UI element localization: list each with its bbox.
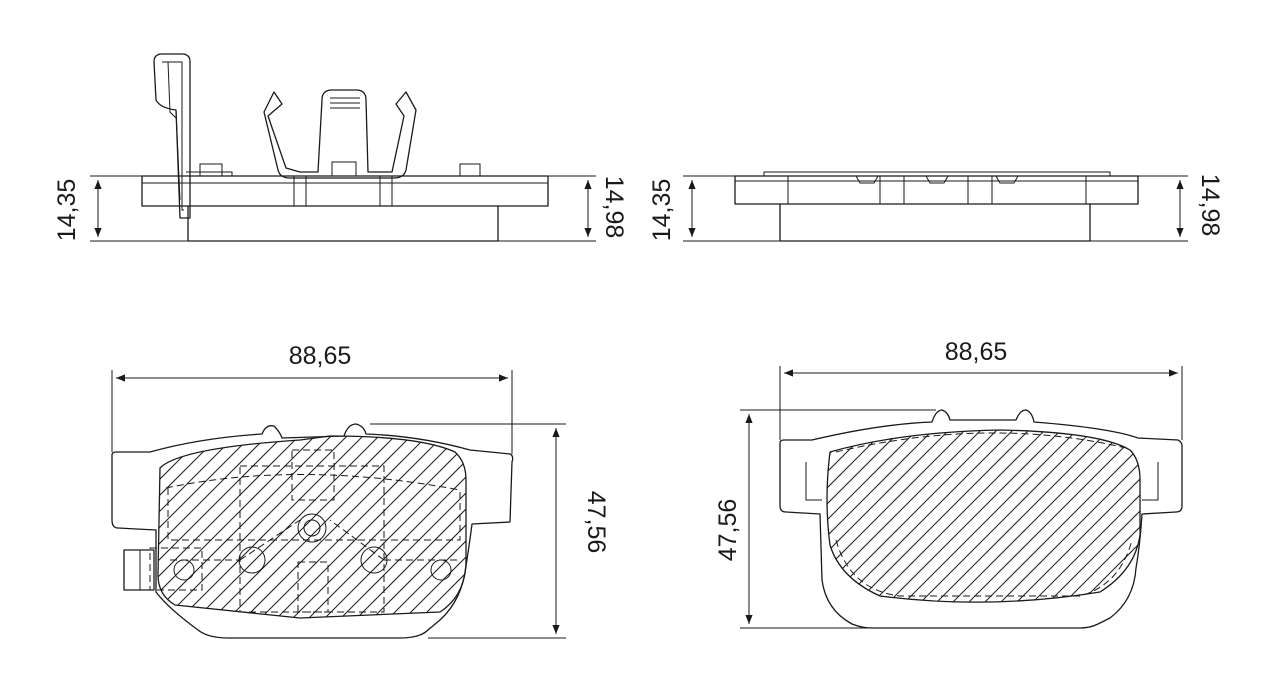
hatch-line	[1019, 430, 1140, 603]
hatch-line	[264, 436, 466, 618]
hatch-line	[891, 430, 1088, 603]
hatch-line	[200, 436, 407, 618]
hatch-line	[1051, 430, 1140, 603]
hatch-line	[843, 430, 1040, 603]
dim-width: 88,65	[945, 338, 1008, 366]
front-view-left: 88,65 47,56	[0, 342, 678, 639]
hatch-line	[1067, 430, 1140, 603]
hatch-line	[360, 436, 466, 618]
hatch-line	[184, 436, 391, 618]
hatch-line	[456, 436, 466, 618]
hatch-line	[907, 430, 1104, 603]
hatch-line	[232, 436, 439, 618]
hatch-line	[1035, 430, 1140, 603]
hatch-line	[955, 430, 1140, 603]
hatch-line	[827, 430, 1024, 603]
hatch-line	[408, 436, 466, 618]
dim-thickness-backplate: 14,35	[648, 179, 676, 242]
hatch-line	[859, 430, 1056, 603]
hatch-line	[473, 425, 678, 630]
hatch-line	[312, 436, 466, 618]
hatch-line	[827, 430, 944, 603]
side-view-left: 14,35 14,98	[53, 53, 628, 242]
hatch-line	[827, 430, 992, 603]
hatch-line	[158, 436, 359, 618]
hatch-line	[392, 436, 466, 618]
hatch-line	[971, 430, 1140, 603]
hatch-line	[827, 430, 928, 603]
hatch-line	[158, 436, 183, 618]
hatch-line	[168, 436, 375, 618]
hatch-line	[158, 436, 215, 618]
hatch-line	[987, 430, 1140, 603]
dim-width: 88,65	[289, 342, 352, 370]
hatch-line	[827, 430, 960, 603]
hatch-line	[248, 436, 455, 618]
hatch-line	[923, 430, 1120, 603]
hatch-line	[1003, 430, 1140, 603]
hatch-line	[158, 436, 295, 618]
dim-height: 47,56	[714, 499, 742, 562]
hatch-line	[827, 430, 880, 603]
hatch-line	[1099, 430, 1140, 603]
hatch-line	[158, 436, 279, 618]
dim-height: 47,56	[582, 491, 610, 554]
hatch-line	[158, 436, 311, 618]
dim-thickness-total: 14,98	[600, 176, 628, 239]
hatch-line	[280, 436, 466, 618]
hatch-line	[827, 430, 864, 603]
hatch-line	[296, 436, 466, 618]
hatch-line	[1148, 420, 1280, 615]
hatch-line	[939, 430, 1136, 603]
side-view-right: 14,35 14,98	[648, 171, 1224, 242]
hatch-line	[376, 436, 466, 618]
hatch-line	[875, 430, 1072, 603]
hatch-line	[827, 430, 912, 603]
hatch-line	[158, 436, 327, 618]
hatch-line	[328, 436, 466, 618]
front-view-right: 88,65 47,56	[714, 338, 1280, 629]
hatch-line	[1131, 430, 1140, 603]
hatch-line	[158, 436, 263, 618]
hatch-line	[0, 425, 150, 630]
dim-thickness-total: 14,98	[1196, 174, 1224, 237]
hatch-line	[344, 436, 466, 618]
hatch-line	[827, 430, 976, 603]
hatch-line	[158, 436, 167, 618]
hatch-line	[158, 436, 231, 618]
dim-thickness-backplate: 14,35	[53, 179, 81, 242]
hatch-line	[827, 430, 896, 603]
hatch-line	[158, 436, 247, 618]
